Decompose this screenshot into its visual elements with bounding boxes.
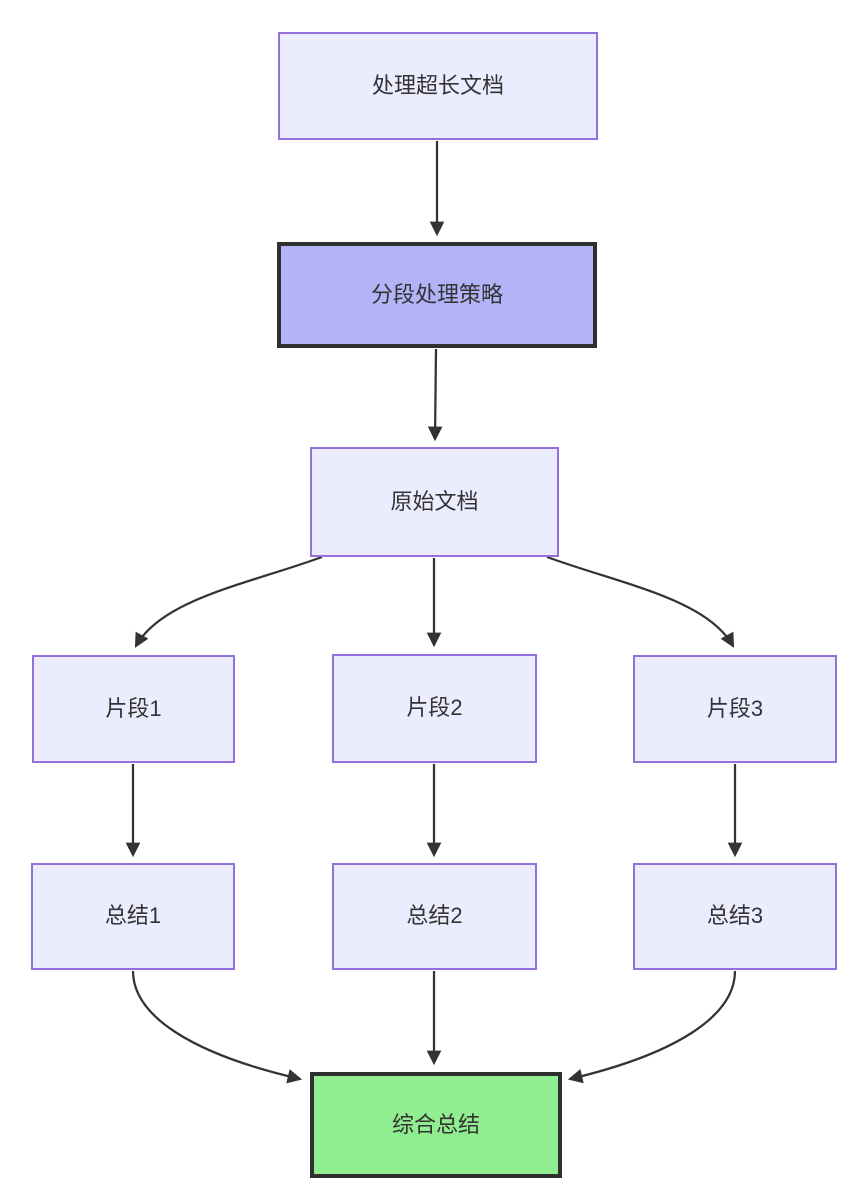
edge-summary1-to-final bbox=[131, 970, 303, 1084]
node-label: 片段1 bbox=[105, 695, 162, 721]
node-fragment-1: 片段1 bbox=[32, 655, 235, 763]
node-label: 处理超长文档 bbox=[371, 72, 504, 98]
edge-strategy-to-original bbox=[427, 348, 443, 442]
edge-original-to-fragment1 bbox=[134, 555, 323, 648]
node-label: 总结3 bbox=[706, 903, 764, 929]
node-label: 总结1 bbox=[104, 903, 162, 929]
node-label: 总结2 bbox=[406, 903, 463, 929]
edge-summary3-to-final bbox=[567, 970, 737, 1084]
node-summary-1: 总结1 bbox=[31, 863, 235, 970]
node-final-summary: 综合总结 bbox=[310, 1072, 562, 1178]
node-original-document: 原始文档 bbox=[310, 447, 559, 557]
node-summary-3: 总结3 bbox=[633, 863, 837, 970]
node-fragment-2: 片段2 bbox=[332, 654, 537, 763]
node-handle-long-document: 处理超长文档 bbox=[278, 32, 598, 140]
node-label: 综合总结 bbox=[391, 1111, 480, 1137]
edge-original-to-fragment3 bbox=[546, 555, 735, 648]
node-label: 原始文档 bbox=[390, 488, 479, 514]
node-label: 片段3 bbox=[706, 695, 764, 721]
node-label: 分段处理策略 bbox=[370, 281, 503, 307]
node-label: 片段2 bbox=[406, 695, 463, 721]
node-segmentation-strategy: 分段处理策略 bbox=[277, 242, 597, 348]
node-summary-2: 总结2 bbox=[332, 863, 537, 970]
node-fragment-3: 片段3 bbox=[633, 655, 837, 763]
